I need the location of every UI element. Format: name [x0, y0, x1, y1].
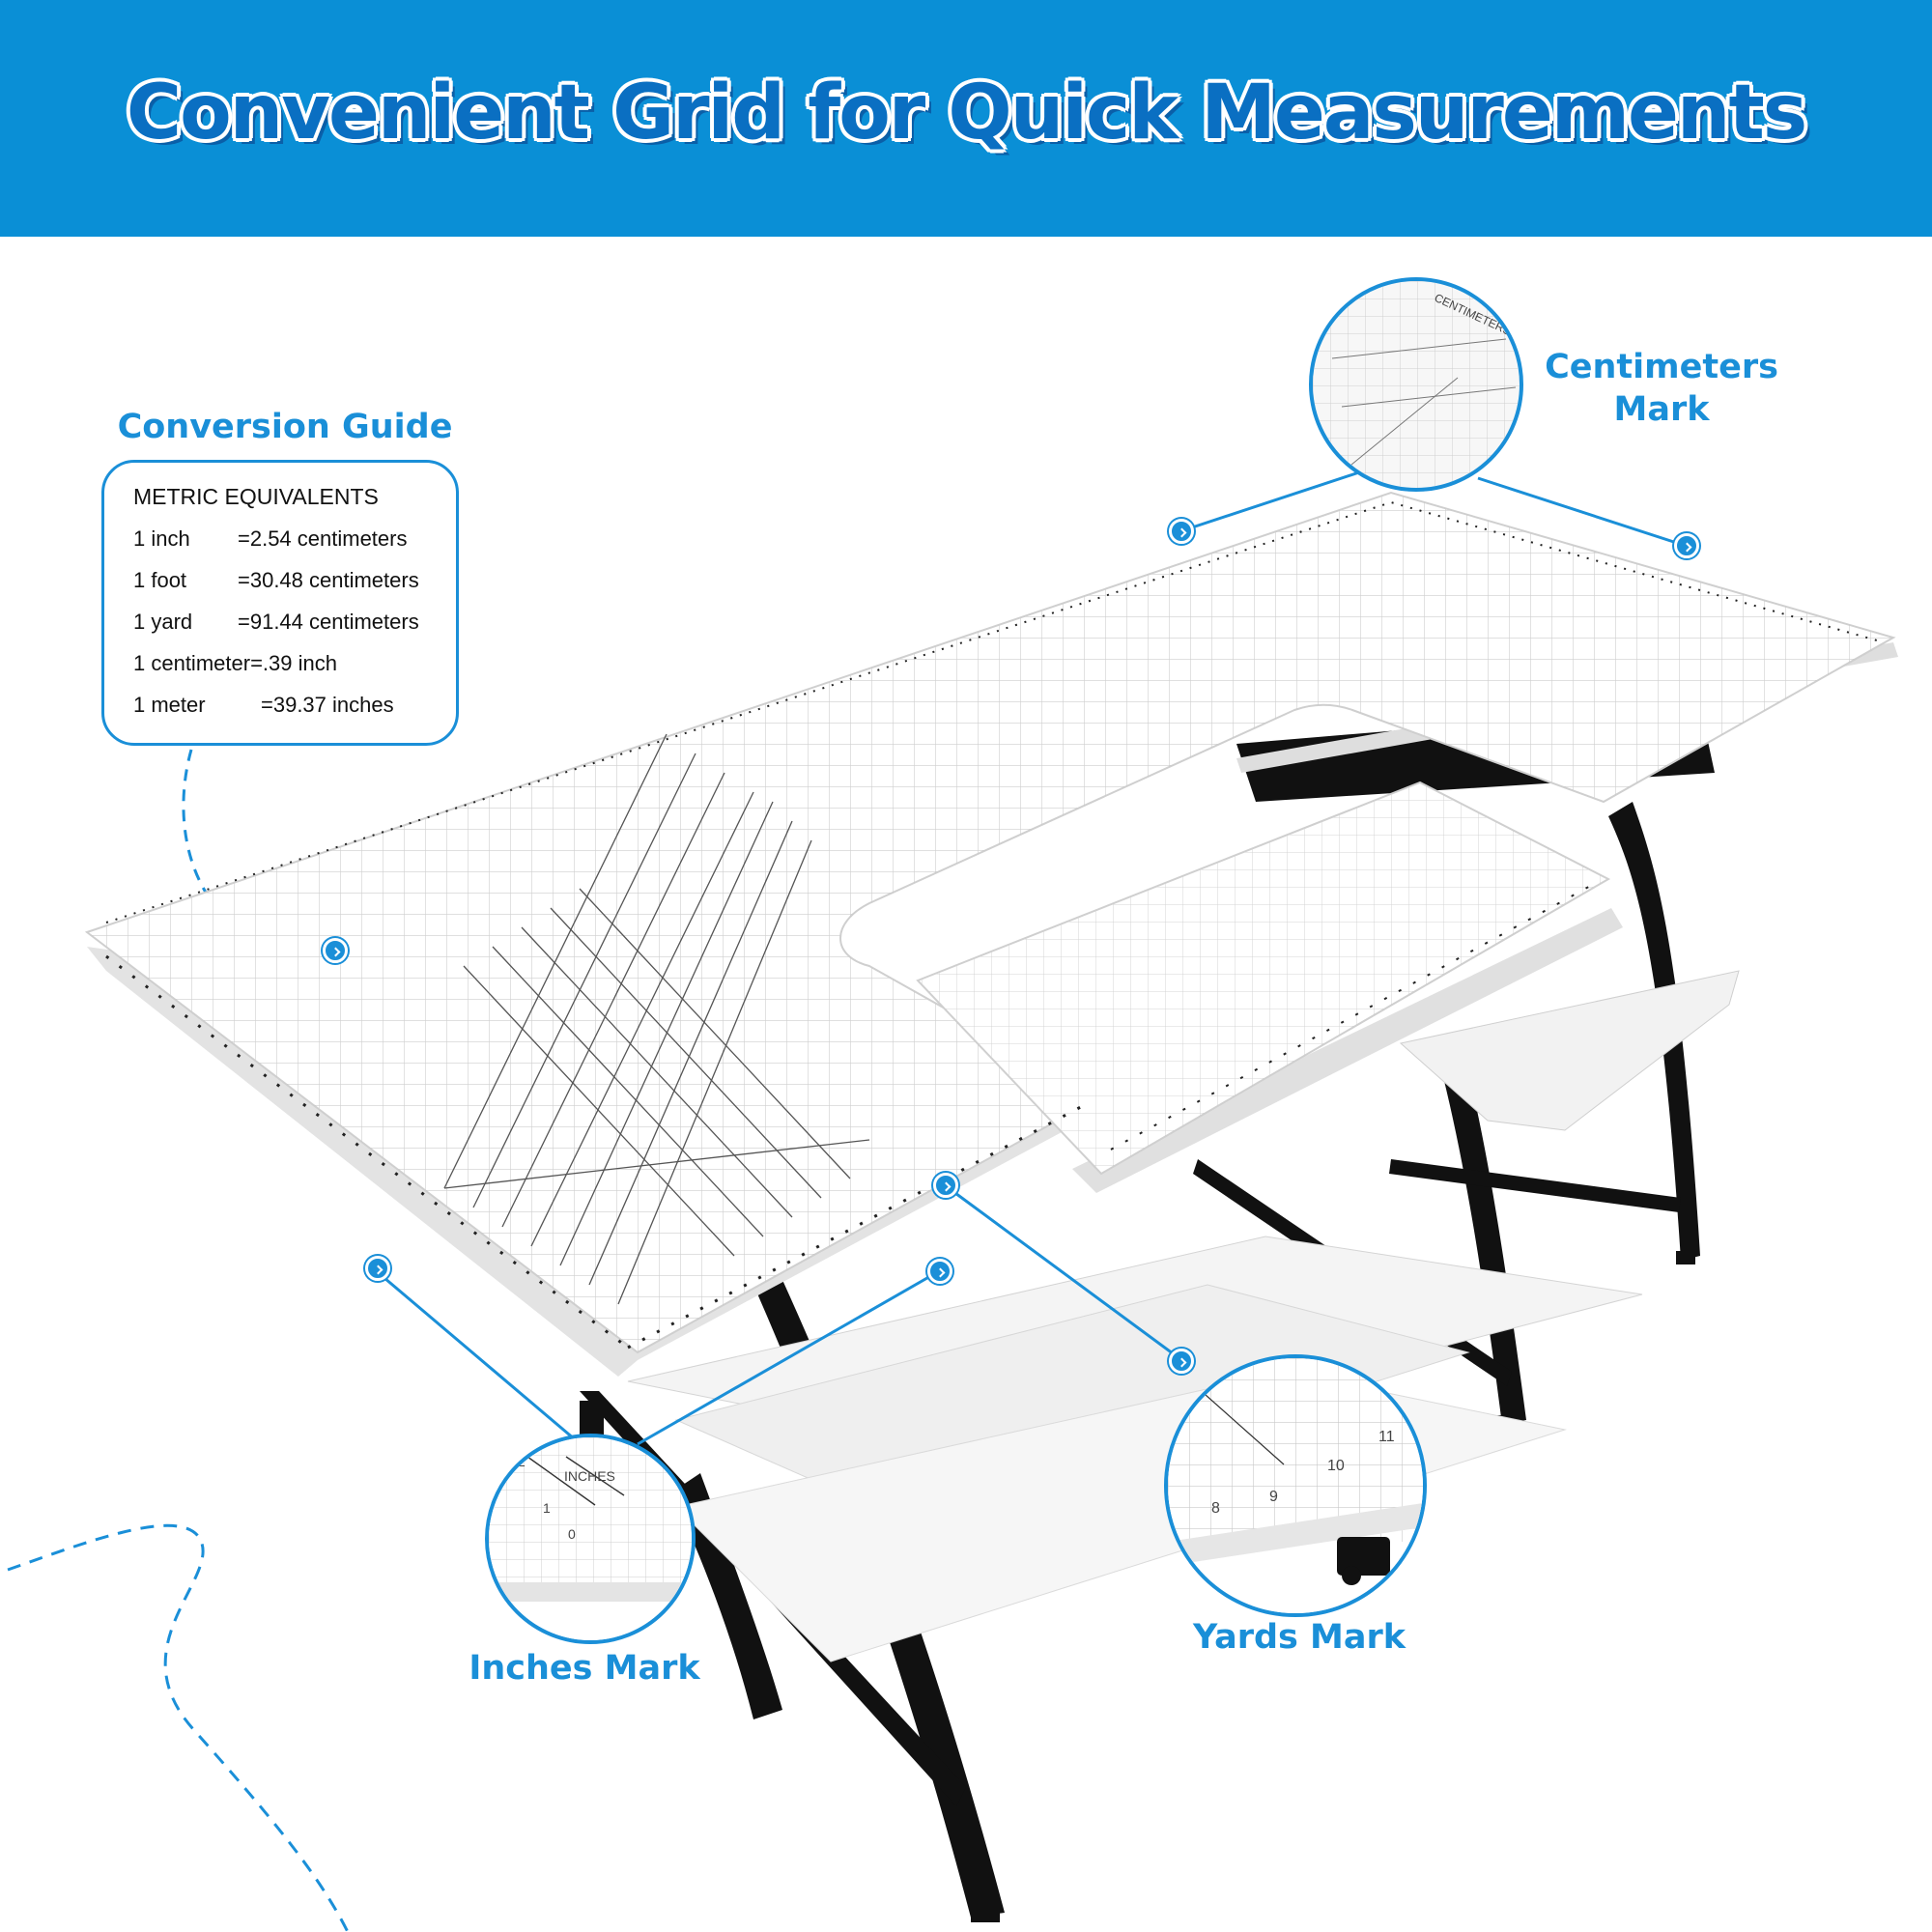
- inches-zoom-text: INCHES: [564, 1468, 615, 1484]
- hotspot-conversion[interactable]: [323, 938, 348, 963]
- centimeters-mark-label: Centimeters Mark: [1536, 346, 1787, 431]
- metric-row: 1 foot =30.48 centimeters: [133, 568, 419, 593]
- yards-connector: [944, 1183, 1181, 1361]
- metric-row-unit: 1 centimeter: [133, 651, 251, 675]
- inches-zoom-circle: INCHES 0 1 2: [485, 1434, 696, 1644]
- inch-tick: 0: [568, 1526, 576, 1542]
- header-banner: Convenient Grid for Quick Measurements: [0, 0, 1932, 237]
- metric-row: 1 centimeter=.39 inch: [133, 651, 337, 676]
- inches-mark-label: Inches Mark: [469, 1649, 700, 1688]
- centimeters-zoom-circle: CENTIMETERS: [1309, 277, 1523, 492]
- hotspot-yards-bottom[interactable]: [1169, 1349, 1194, 1374]
- metric-row: 1 yard =91.44 centimeters: [133, 610, 419, 635]
- yards-zoom-circle: 8 9 10 11: [1164, 1354, 1427, 1617]
- metric-row-unit: 1 inch: [133, 526, 190, 551]
- ruler-edge-left: [105, 954, 629, 1350]
- conversion-guide-box: METRIC EQUIVALENTS 1 inch =2.54 centimete…: [101, 460, 459, 746]
- hotspot-centimeters-left[interactable]: [1169, 519, 1194, 544]
- yard-tick: 8: [1211, 1500, 1220, 1517]
- metric-row: 1 meter =39.37 inches: [133, 693, 394, 718]
- hotspot-inches-right[interactable]: [927, 1259, 952, 1284]
- hotspot-inches-left[interactable]: [365, 1256, 390, 1281]
- conversion-guide-label: Conversion Guide: [117, 408, 453, 446]
- metric-row-value: =91.44 centimeters: [238, 610, 419, 634]
- metric-row-value: =2.54 centimeters: [238, 526, 408, 551]
- metric-row-unit: 1 foot: [133, 568, 187, 592]
- centimeters-mark-line2: Mark: [1613, 390, 1710, 429]
- centimeters-connector-right: [1477, 476, 1687, 548]
- banner-title: Convenient Grid for Quick Measurements: [126, 70, 1807, 156]
- metric-row-value: =39.37 inches: [261, 693, 394, 717]
- metric-table-title: METRIC EQUIVALENTS: [133, 484, 379, 509]
- yard-tick: 10: [1327, 1458, 1345, 1474]
- decorative-dashed-curve: [7, 1523, 350, 1932]
- lower-shelf-right: [1399, 970, 1740, 1131]
- yard-tick: 9: [1269, 1489, 1278, 1505]
- centimeters-mark-line1: Centimeters: [1545, 348, 1778, 386]
- centimeters-connector-left: [1179, 469, 1363, 533]
- hotspot-centimeters-right[interactable]: [1674, 533, 1699, 558]
- metric-row-value: =30.48 centimeters: [238, 568, 419, 592]
- inches-connector-right: [637, 1269, 940, 1446]
- metric-row-unit: 1 meter: [133, 693, 206, 717]
- hotspot-yards-top[interactable]: [933, 1173, 958, 1198]
- metric-row-value: =.39 inch: [250, 651, 337, 675]
- yard-tick: 11: [1378, 1429, 1395, 1445]
- metric-row-unit: 1 yard: [133, 610, 193, 634]
- inches-connector-left: [371, 1265, 576, 1441]
- inch-tick: 1: [543, 1500, 551, 1516]
- yards-mark-label: Yards Mark: [1192, 1618, 1406, 1657]
- metric-row: 1 inch =2.54 centimeters: [133, 526, 407, 552]
- bias-guide-lines: [443, 733, 870, 1305]
